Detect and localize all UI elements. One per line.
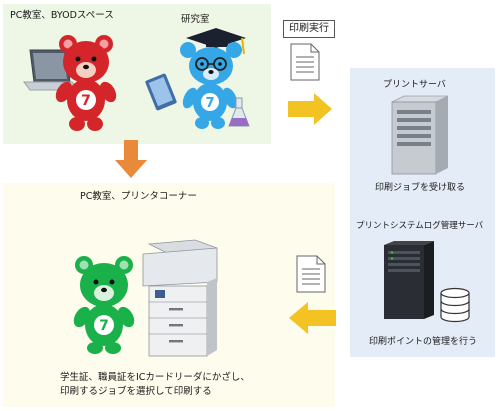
green-bear-mascot: 7 [73, 256, 135, 354]
left-arrow-icon [289, 302, 336, 334]
tablet-icon [145, 73, 177, 111]
log-server-caption: 印刷ポイントの管理を行う [369, 337, 478, 347]
log-server-icon [384, 241, 434, 319]
down-arrow-icon [115, 140, 147, 178]
database-icon [440, 287, 470, 323]
document-icon [290, 43, 320, 81]
right-arrow-icon [288, 93, 332, 125]
red-bear-mascot: 7 [55, 35, 117, 131]
flask-icon [228, 97, 250, 127]
top-label-right: 研究室 [181, 14, 210, 25]
document-return-icon [296, 255, 326, 293]
laptop-icon [23, 49, 79, 91]
top-label-left: PC教室、BYODスペース [10, 10, 114, 21]
print-server-caption: 印刷ジョブを受け取る [375, 183, 466, 193]
bottom-caption-line1: 学生証、職員証をICカードリーダにかざし、 [60, 372, 250, 383]
bottom-panel-label: PC教室、プリンタコーナー [80, 191, 197, 202]
red-bear-number: 7 [81, 93, 91, 109]
print-server-icon [391, 95, 449, 175]
bottom-caption-line2: 印刷するジョブを選択して印刷する [60, 386, 212, 397]
log-server-label: プリントシステムログ管理サーバ [356, 221, 484, 231]
printer-icon [142, 239, 218, 357]
green-bear-number: 7 [99, 318, 109, 334]
print-action-label: 印刷実行 [283, 20, 335, 38]
print-server-label: プリントサーバ [383, 80, 446, 90]
blue-bear-number: 7 [205, 96, 214, 111]
blue-bear-mascot: 7 [180, 28, 246, 129]
